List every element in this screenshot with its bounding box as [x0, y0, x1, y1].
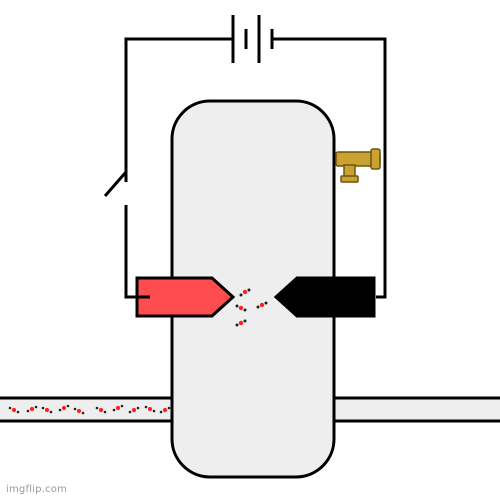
negative-electrode: [273, 276, 376, 318]
gas-molecule-icon: [235, 319, 247, 327]
gas-molecule-icon: [8, 406, 20, 414]
gas-molecule-icon: [159, 406, 171, 414]
open-switch-icon[interactable]: [103, 171, 128, 197]
gas-molecule-icon: [239, 288, 251, 297]
wire-top-right: [272, 37, 387, 299]
gas-molecule-icon: [256, 301, 268, 309]
chamber-molecules: [235, 288, 268, 327]
gas-molecule-icon: [95, 406, 107, 414]
gas-molecule-icon: [58, 404, 70, 412]
gas-molecule-icon: [112, 404, 124, 412]
gas-molecule-icon: [26, 405, 38, 413]
battery-icon: [231, 15, 274, 63]
gas-molecule-icon: [41, 406, 53, 414]
gas-molecule-icon: [235, 304, 247, 312]
outlet-pipe: [318, 396, 500, 423]
wire-top-left: [124, 37, 233, 182]
inlet-molecules: [8, 404, 171, 415]
gas-molecule-icon: [144, 405, 156, 413]
positive-electrode: [135, 276, 236, 318]
watermark-text: imgflip.com: [6, 484, 68, 495]
brass-valve-icon[interactable]: [335, 148, 381, 183]
gas-molecule-icon: [128, 406, 140, 414]
gas-molecule-icon: [73, 407, 85, 415]
